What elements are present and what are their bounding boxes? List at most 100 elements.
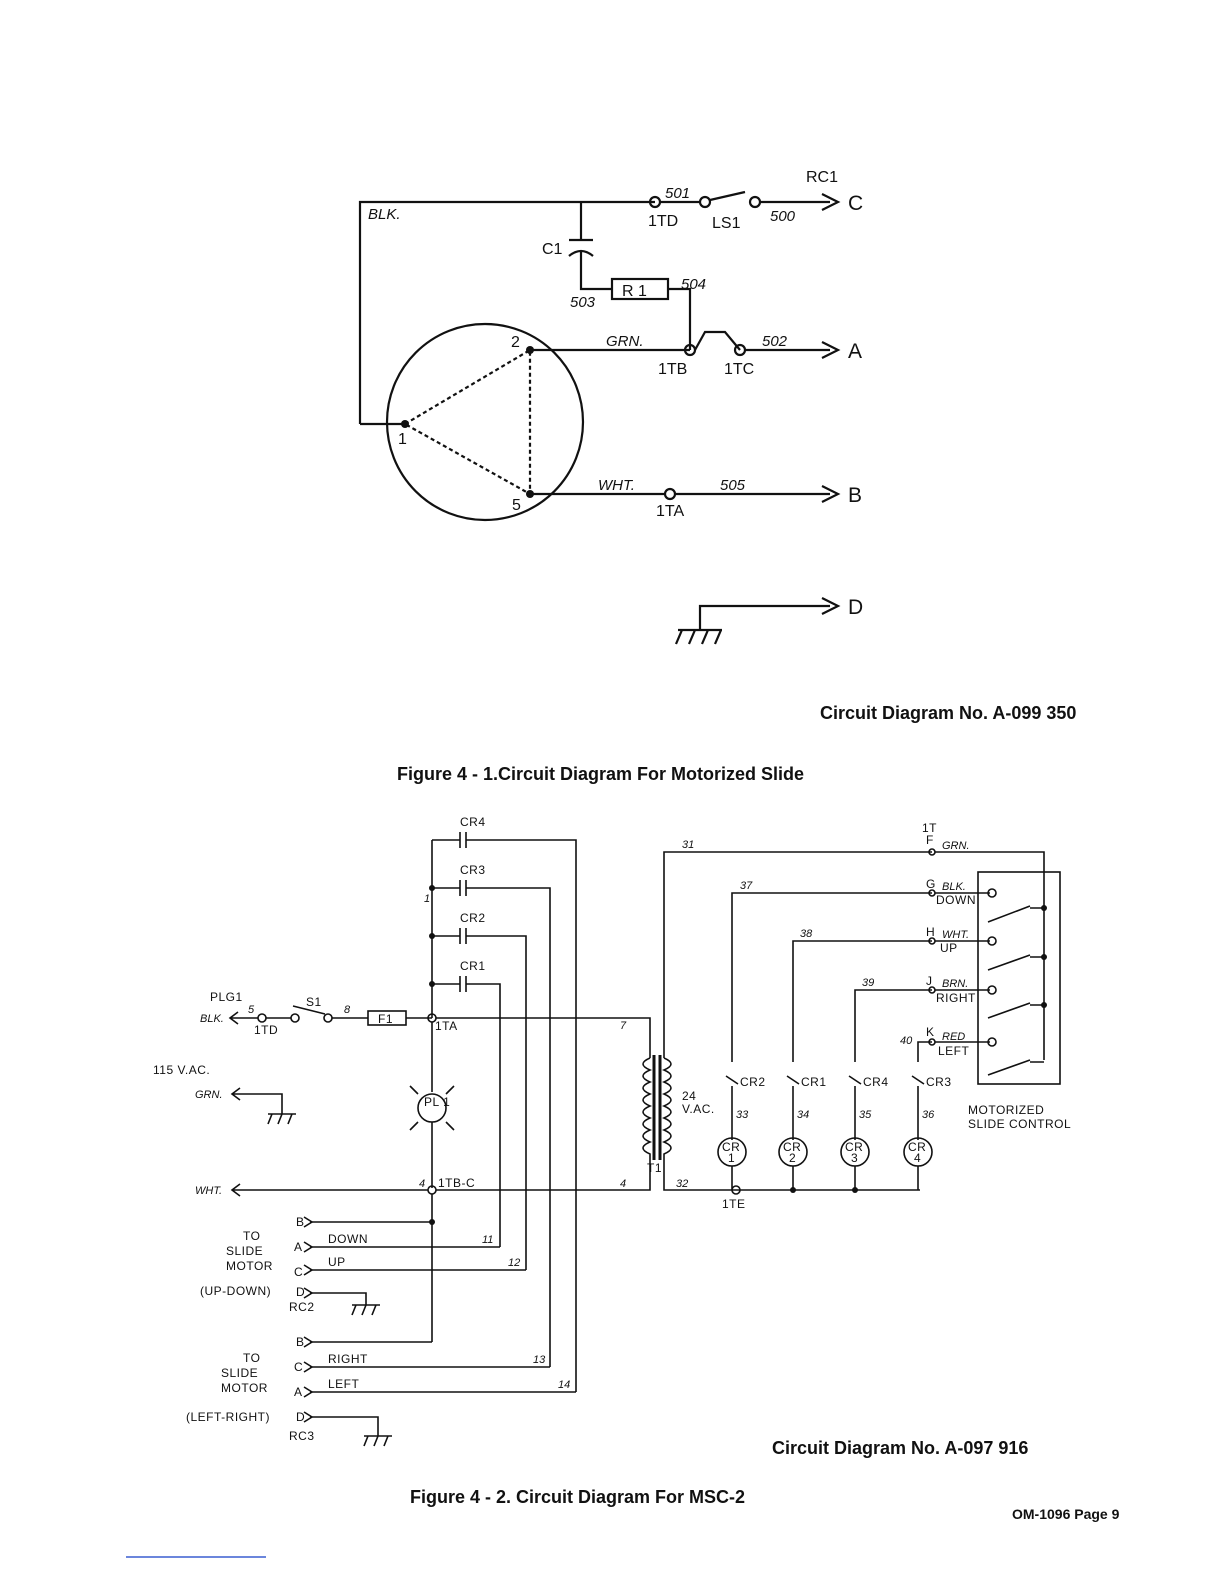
slide-label-2: SLIDE [221,1366,258,1380]
label-right-wire: RIGHT [328,1352,368,1366]
pin-b2: B [296,1335,305,1349]
label-right: RIGHT [936,991,976,1005]
fig1-circuit-number: Circuit Diagram No. A-099 350 [820,703,1076,723]
terminal-1td: 1TD [648,213,678,230]
to-label-2: TO [243,1351,260,1365]
svg-text:CR1: CR1 [801,1075,827,1089]
pin-c1: C [294,1265,303,1279]
output-a: A [848,340,862,363]
wire-7: 7 [620,1020,627,1032]
fuse-label: F1 [378,1012,393,1026]
svg-text:CR4: CR4 [863,1075,889,1089]
wire-12: 12 [508,1257,520,1269]
motor-terminal-5: 5 [512,497,521,514]
msc-label-1: MOTORIZED [968,1103,1044,1117]
left-right-label: (LEFT-RIGHT) [186,1410,270,1424]
contact-cr2: CR2 [460,911,486,925]
transformer-primary [642,1057,653,1160]
grn-input-label: GRN. [195,1089,223,1101]
connector-rc2: RC2 [289,1300,315,1314]
pin-d1: D [296,1285,305,1299]
label-up-wire: UP [328,1255,346,1269]
transformer-secondary [661,1057,672,1160]
to-label-1: TO [243,1229,260,1243]
figure-4-2: PLG1 BLK. 5 1TD S1 8 F1 1TA 7 115 V.AC. … [153,815,1071,1447]
terminal-k: K [926,1025,935,1039]
wire-505: 505 [720,477,746,494]
wire-500: 500 [770,208,796,225]
page-footer: OM-1096 Page 9 [1012,1506,1120,1522]
wire-37: 37 [740,880,753,892]
terminal-1t: 1T [922,821,937,835]
wire-32: 32 [676,1178,688,1190]
motor-circle [385,322,585,522]
wire-brn-right: BRN. [942,978,968,990]
wire-1: 1 [424,893,430,905]
contact-cr1: CR1 [460,959,486,973]
wire-504: 504 [681,276,706,293]
terminal-h: H [926,925,935,939]
motor-label-1: MOTOR [226,1259,273,1273]
wire-5: 5 [248,1004,255,1016]
svg-text:35: 35 [859,1109,872,1121]
terminal-1tb-c: 1TB-C [438,1176,475,1190]
svg-text:33: 33 [736,1109,749,1121]
c1-label: C1 [542,241,563,258]
slide-label-1: SLIDE [226,1244,263,1258]
pilot-lamp-label: PL 1 [424,1095,450,1109]
label-down-wire: DOWN [328,1232,368,1246]
terminal-1tb: 1TB [658,361,687,378]
terminal-1ta-b: 1TA [435,1019,458,1033]
wire-31: 31 [682,839,694,851]
label-down: DOWN [936,893,976,907]
wire-red-right: RED [942,1031,965,1043]
output-c: C [848,192,863,215]
svg-text:CR: CR [908,1140,926,1154]
wire-grn-right: GRN. [942,840,970,852]
wire-8: 8 [344,1004,351,1016]
fig2-caption: Figure 4 - 2. Circuit Diagram For MSC-2 [410,1487,745,1507]
pin-c2: C [294,1360,303,1374]
label-left: LEFT [938,1044,970,1058]
contact-cr4: CR4 [460,815,486,829]
wire-501: 501 [665,185,690,202]
wire-503: 503 [570,294,596,311]
voltage-vac: V.AC. [682,1102,715,1116]
wire-14: 14 [558,1379,570,1391]
wire-39: 39 [862,977,874,989]
svg-text:2: 2 [789,1151,796,1165]
terminal-rc1: RC1 [806,169,838,186]
pin-a2: A [294,1385,303,1399]
terminal-f: F [926,833,934,847]
coil-cr4: CR3 36 CR 4 [903,1075,951,1190]
terminal-j: J [926,974,933,988]
svg-text:CR: CR [845,1140,863,1154]
svg-text:1: 1 [728,1151,735,1165]
terminal-1td-b: 1TD [254,1023,278,1037]
wire-blk-right: BLK. [942,881,966,893]
fig2-circuit-number: Circuit Diagram No. A-097 916 [772,1438,1028,1458]
r1-label: R 1 [622,283,647,300]
svg-text:CR2: CR2 [740,1075,766,1089]
pin-a1: A [294,1240,303,1254]
motor-terminal-1: 1 [398,431,407,448]
wire-label-wht: WHT. [598,477,635,494]
coil-cr1: CR2 33 CR 1 [717,1075,766,1190]
wire-40: 40 [900,1035,913,1047]
connector-rc3: RC3 [289,1429,315,1443]
coil-cr2: CR1 34 CR 2 [778,1075,827,1193]
pin-b1: B [296,1215,305,1229]
fig1-caption: Figure 4 - 1.Circuit Diagram For Motoriz… [397,764,804,784]
coil-cr3: CR4 35 CR 3 [840,1075,889,1193]
wht-input-label: WHT. [195,1185,222,1197]
svg-text:34: 34 [797,1109,809,1121]
wire-4b: 4 [620,1178,626,1190]
contact-cr3: CR3 [460,863,486,877]
motorized-slide-control-box [977,871,1061,1085]
voltage-115: 115 V.AC. [153,1063,210,1077]
svg-text:CR: CR [783,1140,801,1154]
wire-label-grn: GRN. [606,333,644,350]
figure-4-1: BLK. C1 R 1 504 503 501 500 1TD LS1 RC1 … [358,169,863,645]
label-left-wire: LEFT [328,1377,360,1391]
